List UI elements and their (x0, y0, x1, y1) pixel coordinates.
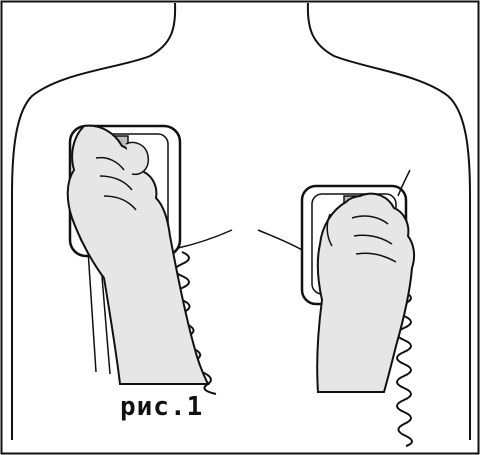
chest-contour-right (258, 230, 302, 250)
chest-contour-left (178, 230, 232, 248)
figure-caption: рис.1 (116, 392, 207, 422)
sternum-paddle-handle (88, 250, 96, 372)
